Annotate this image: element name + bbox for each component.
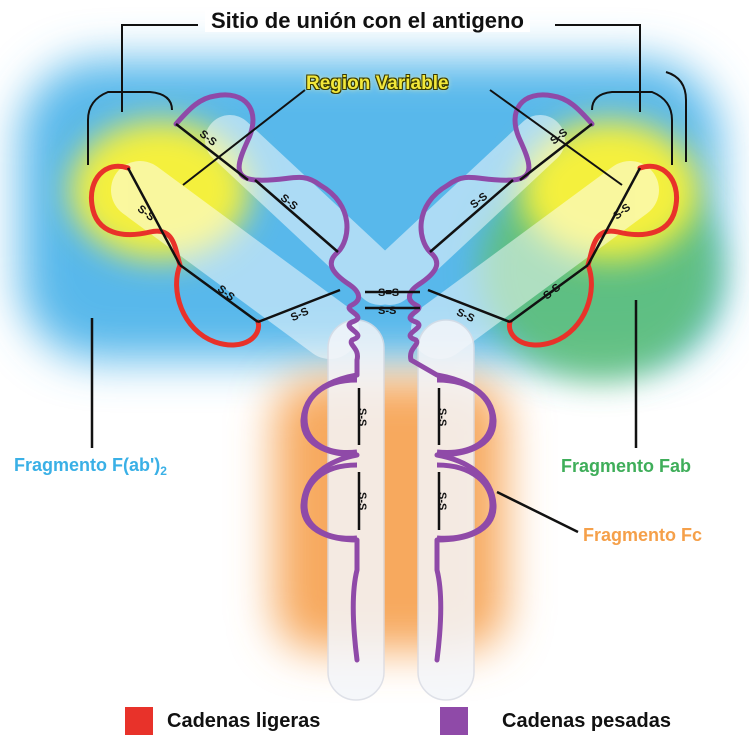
fragment-fab2-subscript: 2 [160,464,167,478]
fragment-fab-label: Fragmento Fab [561,457,691,475]
ss-label: S-S [356,492,368,510]
ss-label: S=S [378,287,399,299]
ss-label: S-S [378,305,396,317]
region-variable-label: Region Variable [306,74,449,93]
fragment-fc-label: Fragmento Fc [583,526,702,544]
ss-label: S-S [436,408,448,426]
legend-label-heavy-chain: Cadenas pesadas [502,711,671,731]
fragment-fab2-text: Fragmento F(ab') [14,455,160,475]
legend-swatch-light-chain [125,707,153,735]
ss-label: S-S [436,492,448,510]
legend-label-light-chain: Cadenas ligeras [167,711,320,731]
antigen-binding-site-title: Sitio de unión con el antigeno [205,10,530,32]
ss-label: S-S [356,408,368,426]
fragment-fab2-label: Fragmento F(ab')2 [14,456,167,477]
legend-swatch-heavy-chain [440,707,468,735]
